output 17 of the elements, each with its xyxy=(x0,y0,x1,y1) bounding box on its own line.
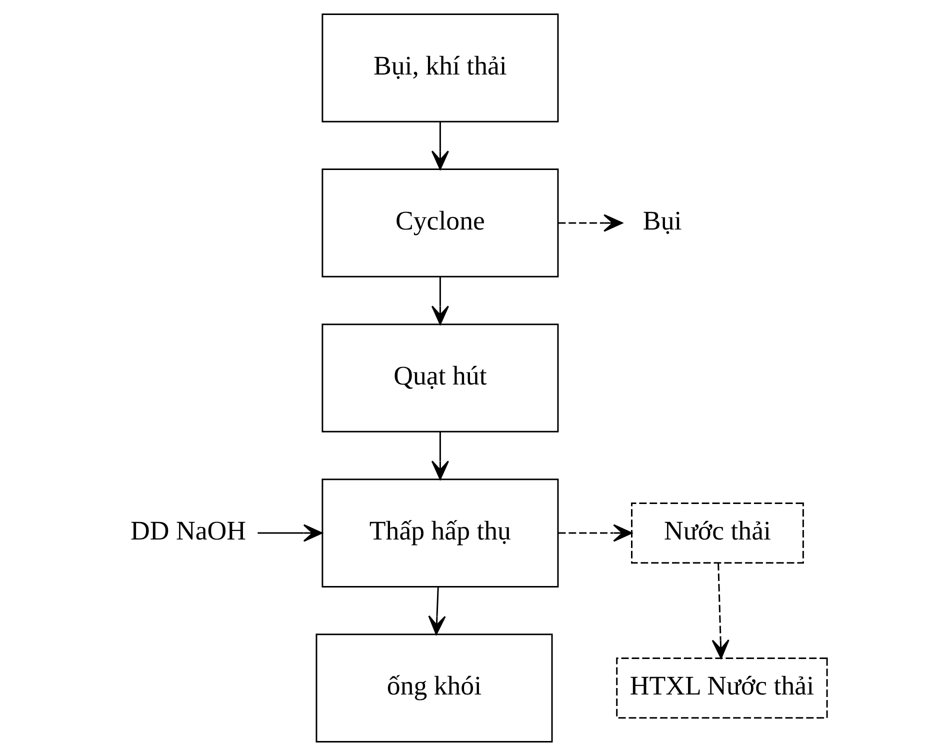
node-box: Cyclone xyxy=(321,168,558,278)
arrow xyxy=(711,563,729,659)
node-box: Bụi, khí thải xyxy=(321,14,558,122)
node-box: ống khói xyxy=(315,634,552,742)
arrow xyxy=(558,214,622,232)
arrow xyxy=(558,524,632,542)
node-box: Thấp hấp thụ xyxy=(321,478,558,588)
arrow xyxy=(430,432,448,480)
arrow xyxy=(430,122,448,170)
arrow xyxy=(430,276,448,325)
arrow xyxy=(257,524,322,542)
node-text: Bụi xyxy=(642,206,682,236)
arrow xyxy=(428,586,446,635)
node-box: Quạt hút xyxy=(321,324,558,432)
node-box: Nước thải xyxy=(630,502,804,564)
node-text: DD NaOH xyxy=(130,516,246,546)
node-box: HTXL Nước thải xyxy=(616,658,828,719)
